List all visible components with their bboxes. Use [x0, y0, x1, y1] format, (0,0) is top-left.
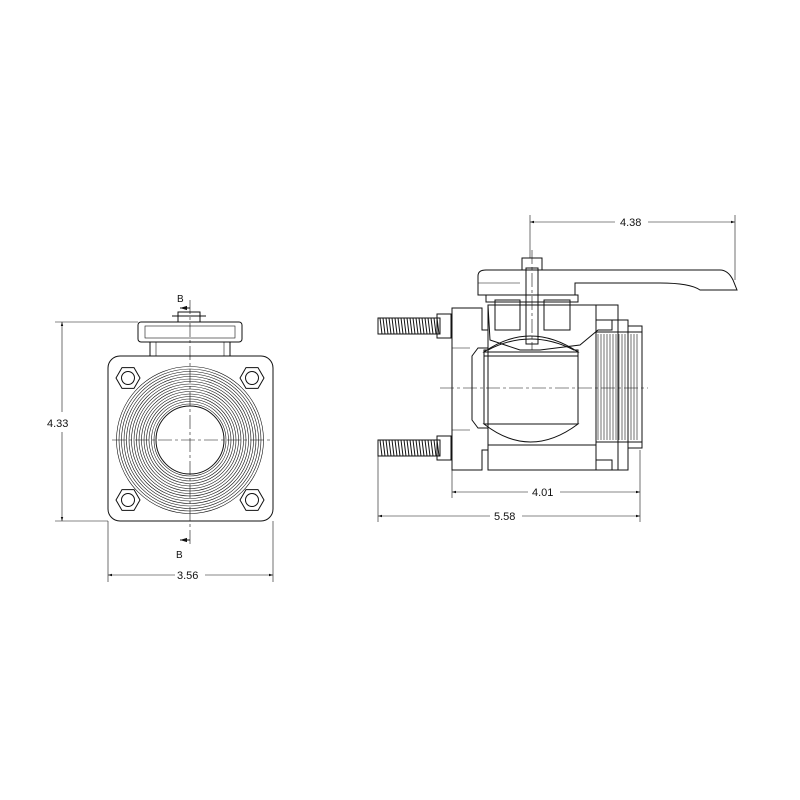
- ball: [482, 335, 580, 443]
- dim-overall: 5.58: [377, 456, 641, 523]
- section-mark-bottom: B: [176, 537, 190, 561]
- dim-body-value: 4.01: [532, 487, 553, 499]
- dim-width: 3.56: [107, 521, 274, 582]
- dim-height: 4.33: [47, 321, 138, 522]
- dim-width-value: 3.56: [177, 570, 198, 582]
- dim-height-value: 4.33: [47, 418, 68, 430]
- section-mark-top: B: [177, 294, 190, 311]
- left-end-cap: [451, 307, 489, 471]
- right-end-connector: [595, 319, 643, 471]
- dim-handle: 4.38: [529, 215, 736, 280]
- stem: [485, 250, 579, 350]
- stud-bottom: [377, 435, 452, 461]
- front-view: B B 4.33 3.56: [47, 294, 274, 582]
- dim-handle-value: 4.38: [620, 217, 641, 229]
- side-view: 4.38 4.01 5.58: [377, 215, 738, 523]
- stud-top: [377, 313, 452, 339]
- section-label-top: B: [177, 294, 184, 305]
- handle: [477, 269, 738, 296]
- section-label-bottom: B: [176, 550, 183, 561]
- dim-overall-value: 5.58: [494, 511, 515, 523]
- front-flange: [107, 355, 274, 522]
- dim-body: 4.01: [451, 450, 641, 499]
- front-bolt-nuts: [115, 367, 265, 511]
